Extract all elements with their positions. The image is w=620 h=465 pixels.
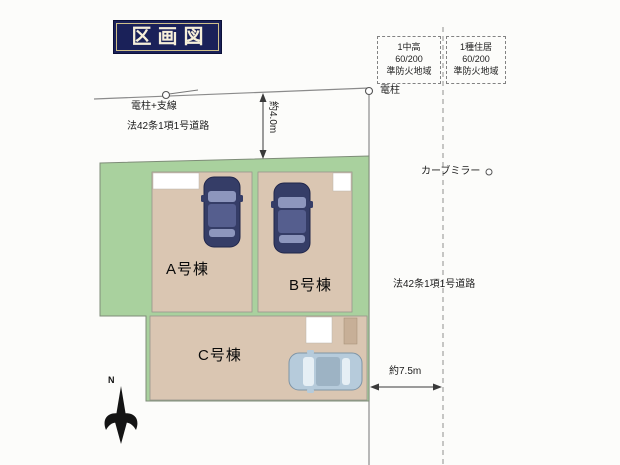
car-a-icon <box>201 176 243 248</box>
zoning-box-chuko: 1中高 60/200 準防火地域 <box>377 36 441 84</box>
curve-mirror-label: カーブミラー <box>421 166 481 177</box>
zoning-box-jukyo-text: 1種住居 60/200 準防火地域 <box>453 42 499 76</box>
zoning-box-jukyo: 1種住居 60/200 準防火地域 <box>446 36 506 84</box>
utility-pole-guy-label: 電柱+支線 <box>131 101 177 112</box>
dimension-arrow-4m <box>259 93 267 159</box>
road-top-label: 法42条1項1号道路 <box>127 121 210 132</box>
map-title: 区画図 <box>113 20 222 54</box>
plot-c-side-strip <box>343 317 358 345</box>
car-c-icon <box>288 350 363 393</box>
curve-mirror-icon <box>485 168 493 176</box>
road-right-width-label: 約7.5m <box>389 366 422 377</box>
plot-c-label: C号棟 <box>198 347 242 364</box>
plot-b-label: B号棟 <box>289 277 333 294</box>
plot-b-corner-area <box>332 172 352 192</box>
road-right-label: 法42条1項1号道路 <box>393 279 476 290</box>
zoning-box-chuko-text: 1中高 60/200 準防火地域 <box>386 42 432 76</box>
dimension-arrow-7-5m <box>370 383 442 391</box>
utility-pole-guy-icon <box>161 90 171 100</box>
car-b-icon <box>271 182 313 254</box>
guy-wire-line <box>168 89 199 95</box>
utility-pole-label: 電柱 <box>380 85 400 96</box>
plot-a-parking-area <box>152 172 200 190</box>
utility-pole-icon <box>364 86 374 96</box>
road-top-width-label: 約4.0m <box>267 101 278 134</box>
compass-north-label: N <box>108 375 115 385</box>
road-top-upper-edge <box>93 87 370 100</box>
compass-rose-icon <box>104 386 138 444</box>
plot-a-label: A号棟 <box>166 261 210 278</box>
plot-c-entrance-area <box>305 316 333 344</box>
